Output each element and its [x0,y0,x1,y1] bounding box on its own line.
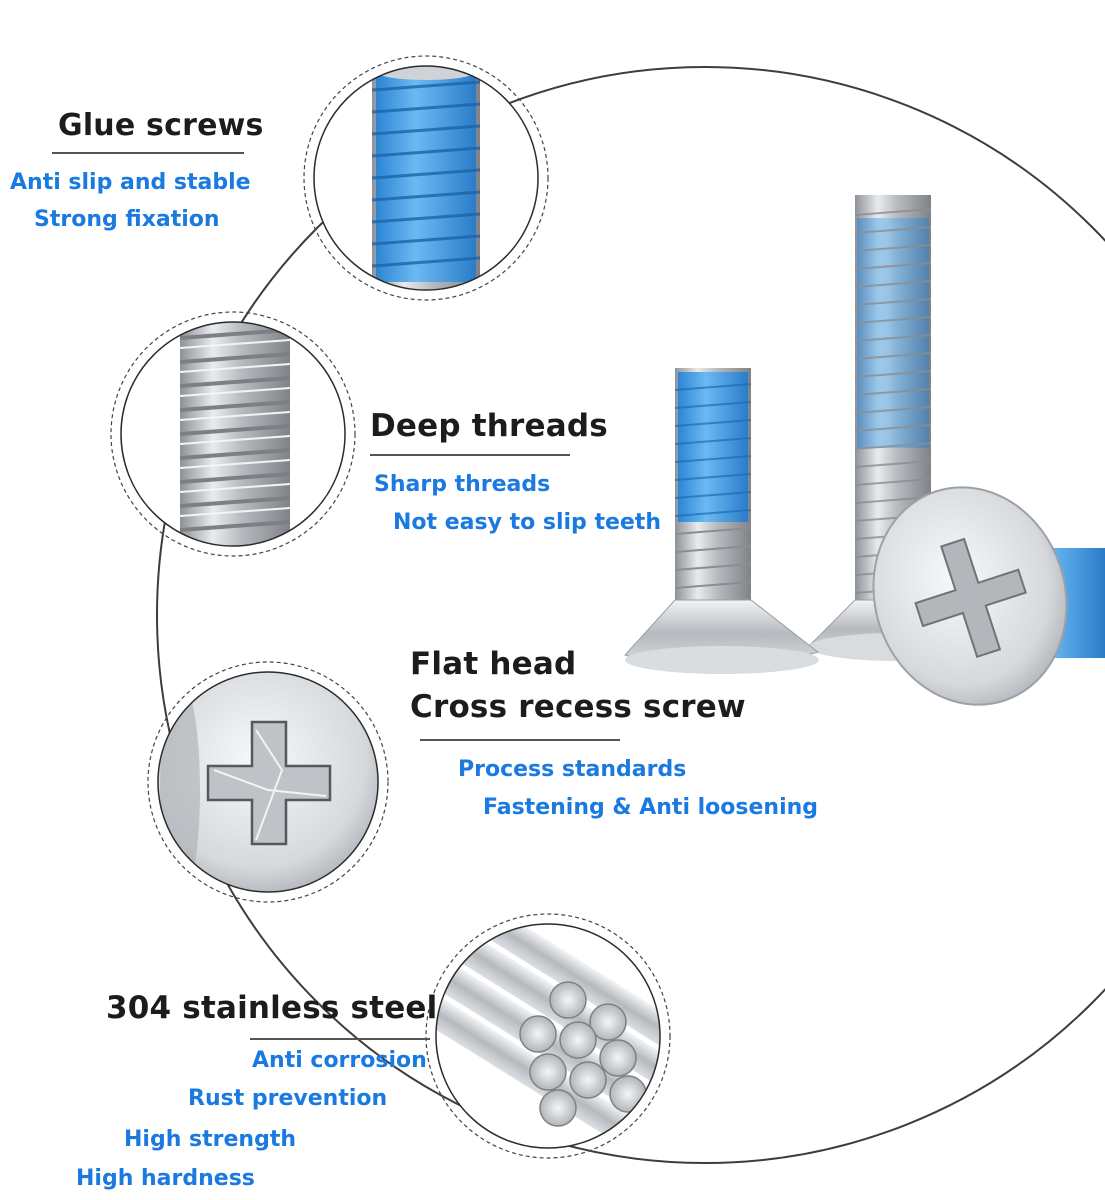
steel-rods-icon [425,913,671,1159]
head-underline [420,739,620,741]
glue-underline [52,152,244,154]
glue-thread-icon [303,55,549,301]
threads-underline [370,454,570,456]
head-title-line-2: Cross recess screw [410,689,746,725]
background-arc [156,66,1105,1164]
threads-feature-1: Sharp threads [374,472,551,497]
glue-feature-1: Anti slip and stable [10,170,251,195]
deep-thread-icon [110,311,356,557]
steel-feature-3: High strength [124,1127,296,1152]
steel-underline [250,1038,430,1040]
steel-feature-4: High hardness [76,1166,255,1191]
glue-title: Glue screws [58,108,264,143]
cross-recess-icon [147,661,389,903]
head-feature-1: Process standards [458,757,687,782]
threads-feature-2: Not easy to slip teeth [393,510,661,535]
steel-feature-1: Anti corrosion [252,1048,427,1073]
head-feature-2: Fastening & Anti loosening [483,795,819,820]
threads-title: Deep threads [370,408,608,444]
steel-title: 304 stainless steel [106,990,438,1026]
glue-feature-2: Strong fixation [34,207,220,232]
steel-feature-2: Rust prevention [188,1086,388,1111]
screw-product-icon [624,195,1105,706]
head-title-line-1: Flat head [410,646,577,682]
